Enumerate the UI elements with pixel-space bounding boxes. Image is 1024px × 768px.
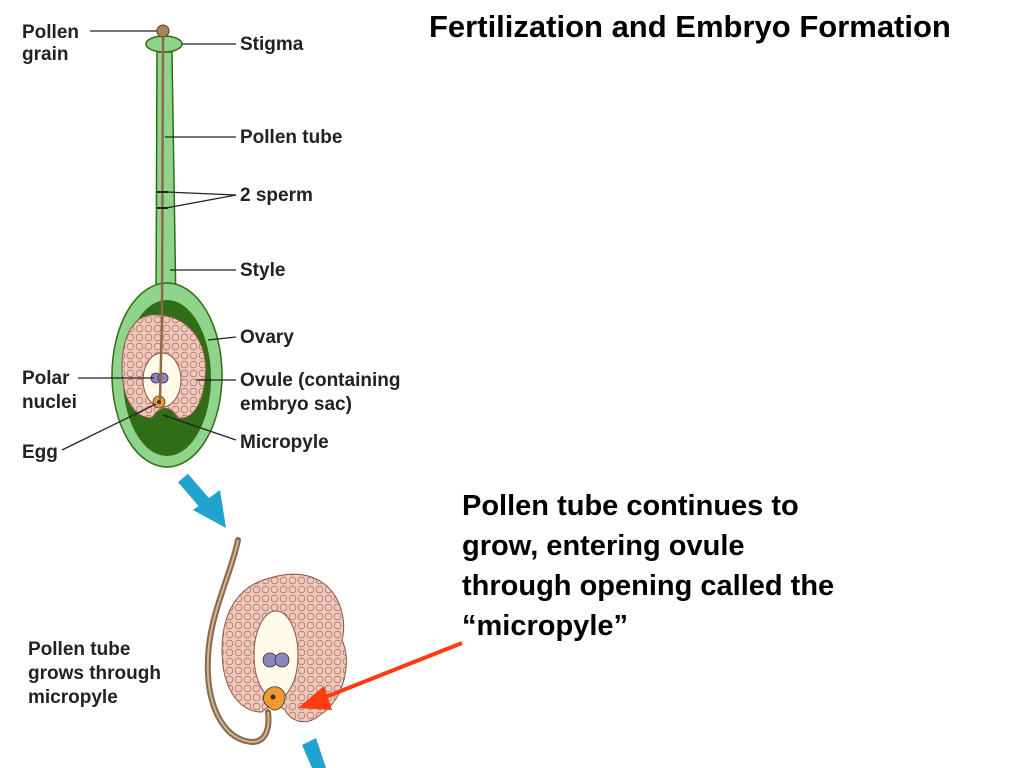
embryo-sac-closeup (253, 610, 299, 700)
label-ovule-2: embryo sac) (240, 394, 352, 415)
caption-line: “micropyle” (462, 610, 628, 642)
pollen-grain (156, 24, 170, 38)
caption-line: Pollen tube continues to (462, 490, 799, 522)
label-tube-through-3: micropyle (28, 687, 118, 708)
polar-nucleus (274, 652, 290, 668)
label-tube-through-1: Pollen tube (28, 639, 130, 660)
process-arrow-icon (178, 473, 226, 528)
label-egg: Egg (22, 442, 58, 463)
pointer-arrow-icon (298, 641, 463, 710)
label-two-sperm: 2 sperm (240, 185, 313, 206)
ovule-closeup (204, 537, 347, 746)
pistil-illustration (111, 24, 223, 468)
label-ovule-1: Ovule (containing (240, 370, 400, 391)
label-pollen-grain-1: Pollen (22, 22, 79, 43)
label-tube-through-2: grows through (28, 663, 161, 684)
slide-caption: Pollen tube continues to grow, entering … (462, 486, 962, 646)
slide-title: Fertilization and Embryo Formation (429, 9, 951, 44)
label-polar-nuclei-1: Polar (22, 368, 70, 389)
label-pollen-tube: Pollen tube (240, 127, 342, 148)
label-micropyle: Micropyle (240, 432, 329, 453)
label-style: Style (240, 260, 285, 281)
process-arrow-icon (302, 738, 326, 768)
pollen-tube (158, 36, 165, 401)
caption-line: through opening called the (462, 570, 835, 602)
caption-line: grow, entering ovule (462, 530, 745, 562)
label-pollen-grain-2: grain (22, 44, 68, 65)
leader-lines (61, 30, 237, 451)
label-polar-nuclei-2: nuclei (22, 392, 77, 413)
label-stigma: Stigma (240, 34, 304, 55)
label-ovary: Ovary (240, 327, 294, 348)
style (155, 51, 177, 311)
